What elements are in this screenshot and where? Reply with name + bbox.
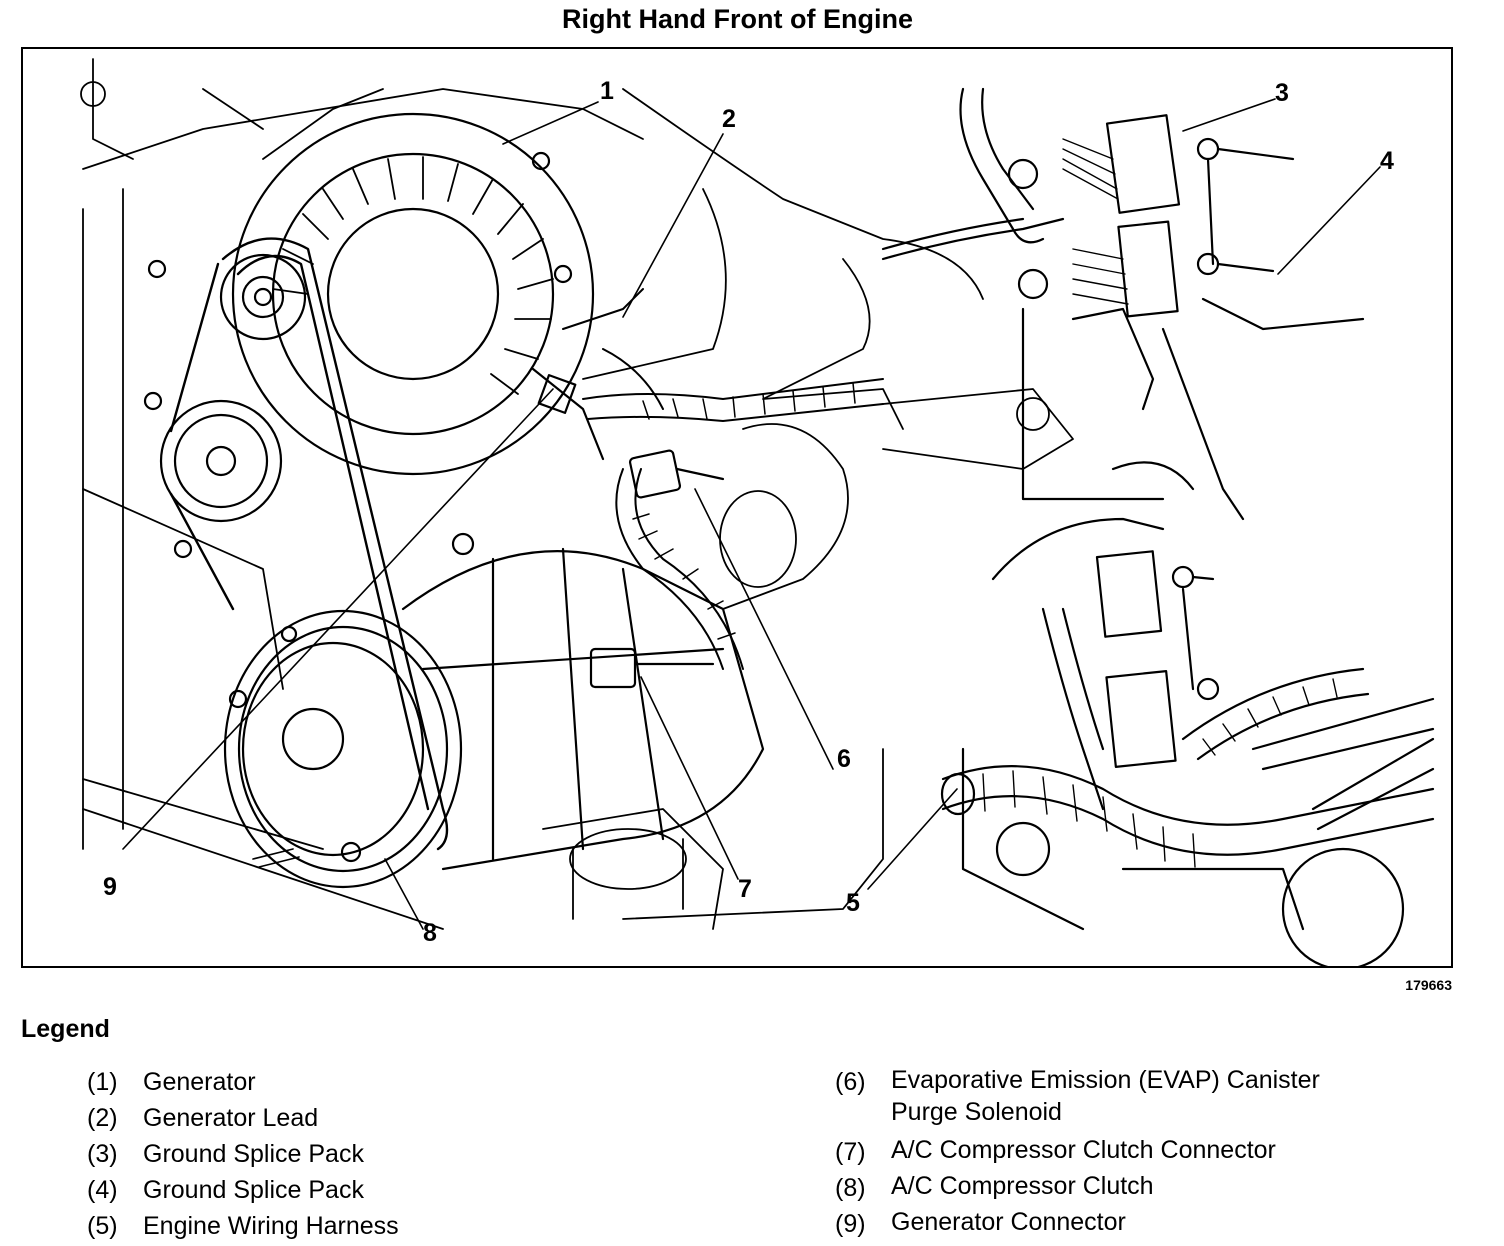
- legend-item-number: (4): [87, 1176, 118, 1204]
- callout-2: 2: [722, 105, 736, 133]
- callout-7: 7: [738, 875, 752, 903]
- callout-6: 6: [837, 745, 851, 773]
- callout-8: 8: [423, 919, 437, 947]
- legend-item: (3) Ground Splice Pack: [87, 1136, 687, 1172]
- legend-item-number: (7): [835, 1138, 866, 1166]
- legend-item-number: (6): [835, 1068, 866, 1096]
- legend-item: (7) A/C Compressor Clutch Connector: [835, 1134, 1395, 1170]
- callout-9: 9: [103, 873, 117, 901]
- callout-3: 3: [1275, 79, 1289, 107]
- legend-item-label: Engine Wiring Harness: [143, 1212, 399, 1240]
- engine-illustration-frame: 1 2 3 4 5 6 7 8 9: [21, 47, 1453, 968]
- harness-inset-lower: [940, 517, 1435, 966]
- legend-item-number: (2): [87, 1104, 118, 1132]
- legend-left-column: (1) Generator (2) Generator Lead (3) Ground…: [87, 1064, 687, 1244]
- diagram-title: Right Hand Front of Engine: [562, 4, 913, 34]
- ac-compressor-drawing: [223, 532, 765, 889]
- generator-drawing: [147, 112, 595, 476]
- legend-item: (4) Ground Splice Pack: [87, 1172, 687, 1208]
- legend-item: (1) Generator: [87, 1064, 687, 1100]
- engine-block: [80, 58, 1074, 930]
- legend-item-label: Generator: [143, 1068, 256, 1096]
- callout-4: 4: [1380, 147, 1394, 175]
- legend-item: (9) Generator Connector: [835, 1206, 1395, 1242]
- callout-5: 5: [846, 889, 860, 917]
- legend-item-label: Generator Lead: [143, 1104, 319, 1132]
- legend-item-label: Ground Splice Pack: [143, 1176, 364, 1204]
- legend-item-number: (8): [835, 1174, 866, 1202]
- idler-pulley-drawing: [143, 391, 283, 559]
- legend-heading: Legend: [21, 1015, 110, 1043]
- legend-item-label: Ground Splice Pack: [143, 1140, 364, 1168]
- legend-right-column: (6) Evaporative Emission (EVAP) Canister …: [835, 1064, 1395, 1242]
- legend-item-number: (9): [835, 1210, 866, 1238]
- legend-item-label: Generator Connector: [891, 1208, 1126, 1236]
- figure-number: 179663: [1405, 977, 1452, 993]
- main-wiring-harness-drawing: [562, 288, 884, 670]
- legend-item: (5) Engine Wiring Harness: [87, 1208, 687, 1244]
- legend-item-label: A/C Compressor Clutch: [891, 1172, 1154, 1200]
- callout-leader-lines: [122, 98, 1381, 930]
- legend-item: (8) A/C Compressor Clutch: [835, 1170, 1395, 1206]
- drive-belt-drawing: [169, 237, 449, 851]
- legend-item-number: (5): [87, 1212, 118, 1240]
- legend-item: (6) Evaporative Emission (EVAP) Canister …: [835, 1064, 1395, 1128]
- legend-item-number: (1): [87, 1068, 118, 1096]
- callout-1: 1: [600, 77, 614, 105]
- legend-item: (2) Generator Lead: [87, 1100, 687, 1136]
- engine-line-drawing: [80, 58, 1435, 966]
- legend-item-label: A/C Compressor Clutch Connector: [891, 1136, 1276, 1164]
- evap-solenoid-drawing: [531, 367, 725, 689]
- legend-item-number: (3): [87, 1140, 118, 1168]
- splice-pack-inset-upper: [881, 87, 1365, 521]
- legend-item-label: Evaporative Emission (EVAP) Canister Pur…: [891, 1066, 1320, 1126]
